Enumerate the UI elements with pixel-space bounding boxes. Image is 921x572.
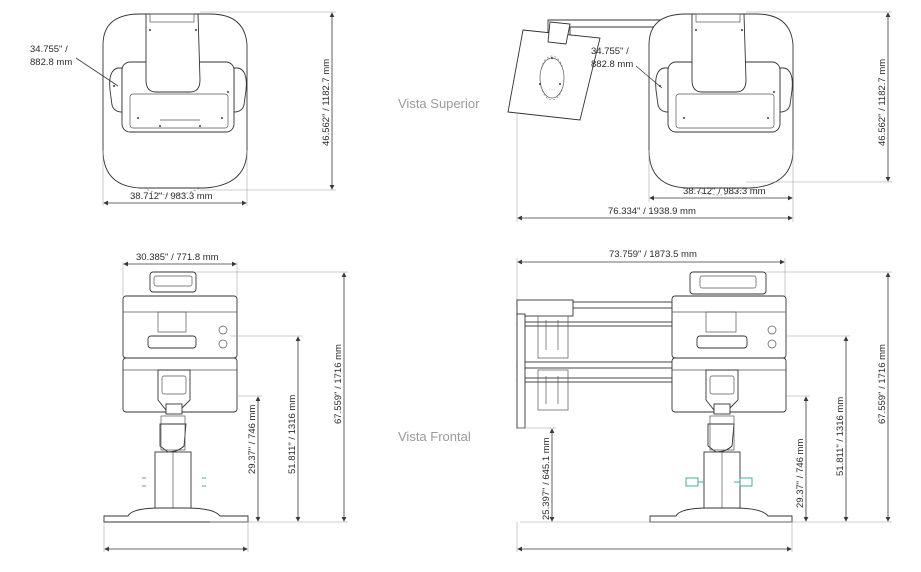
- br-h2-label: 51.811" / 1316 mm: [835, 397, 846, 476]
- tr-overhang-label-b: 882.8 mm: [591, 59, 633, 70]
- tl-width-label: 38.712" / 983.3 mm: [130, 191, 213, 202]
- br-top-width-label: 73.759" / 1873.5 mm: [609, 249, 697, 260]
- top-view-standard: 34.755" / 882.8 mm 46.562" / 1182.7 mm 3…: [30, 11, 336, 206]
- front-view-extended: 73.759" / 1873.5 mm: [516, 249, 892, 552]
- tr-overhang-label-a: 34.755" /: [591, 46, 629, 57]
- top-view-extended: 34.755" / 882.8 mm 46.562" / 1182.7 mm 3…: [507, 11, 892, 222]
- br-h0-label: 25.397" / 645.1 mm: [541, 437, 552, 520]
- br-h3-label: 67.559" / 1716 mm: [877, 344, 888, 424]
- bl-h1-label: 29.37" / 746 mm: [247, 405, 258, 474]
- tr-height-label: 46.562" / 1182.7 mm: [877, 59, 888, 146]
- view-label-top: Vista Superior: [398, 96, 480, 111]
- bl-h3-label: 67.559" / 1716 mm: [333, 344, 344, 424]
- view-label-front: Vista Frontal: [398, 429, 471, 444]
- tr-width-label: 38.712" / 983.3 mm: [683, 186, 766, 197]
- bl-h2-label: 51.811" / 1316 mm: [287, 395, 298, 474]
- tl-height-label: 46.562" / 1182.7 mm: [321, 59, 332, 146]
- tl-overhang-label-b: 882.8 mm: [30, 57, 72, 68]
- br-h1-label: 29.37" / 746 mm: [795, 439, 806, 508]
- bl-top-width-label: 30.385" / 771.8 mm: [136, 252, 219, 263]
- front-view-standard: 30.385" / 771.8 mm 29: [103, 252, 348, 552]
- tl-overhang-label-a: 34.755" /: [30, 44, 68, 55]
- tr-total-label: 76.334" / 1938.9 mm: [608, 206, 696, 217]
